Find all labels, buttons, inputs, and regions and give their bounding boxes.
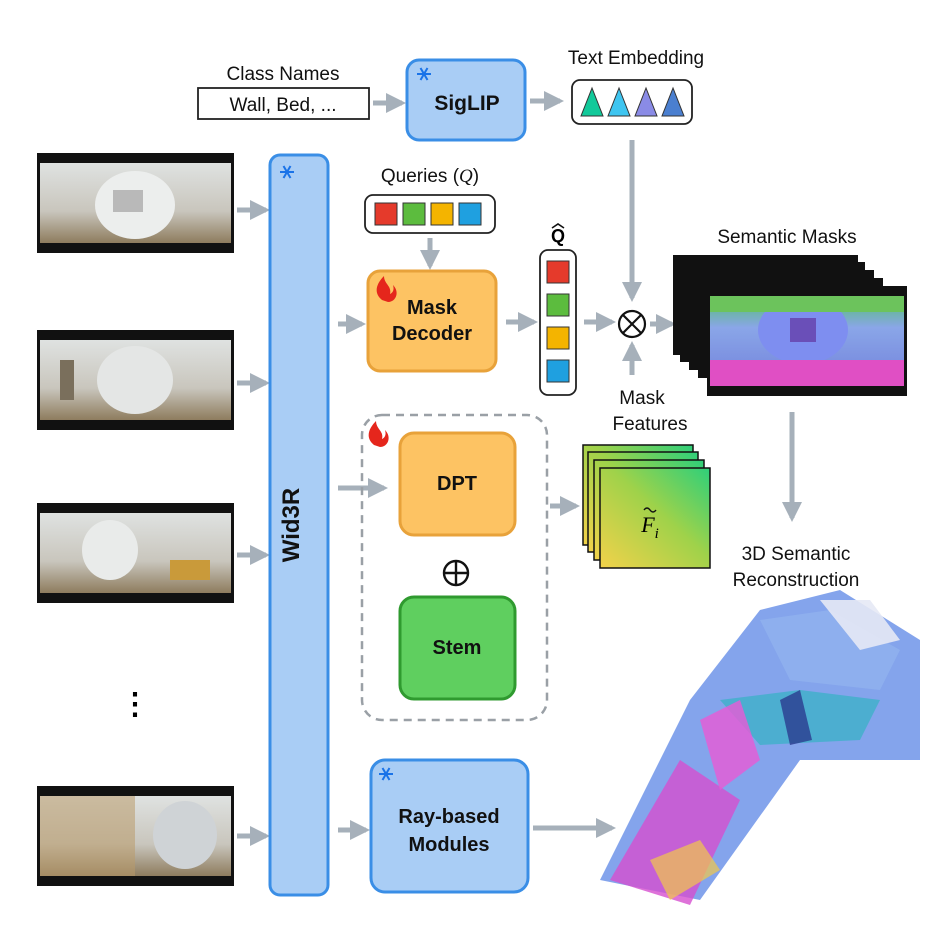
arrows-input-to-backbone [237,200,270,846]
mask-decoder-label-line1: Mask [407,297,458,319]
text-embedding-box [571,79,693,125]
ray-modules-label-line2: Modules [408,834,489,856]
refined-query-token [546,293,570,317]
mask-decoder: Mask Decoder [366,269,498,373]
ray-based-modules: Ray-based Modules [369,758,530,894]
hat-accent [551,223,565,229]
query-token [374,202,398,226]
embedding-token [580,86,604,117]
embedding-token [607,86,631,117]
input-panorama-3 [37,503,234,603]
embedding-token [661,86,685,117]
query-token [402,202,426,226]
embedding-token [634,86,658,117]
semantic-masks-label: Semantic Masks [717,227,856,248]
refined-query-token [546,260,570,284]
mask-features-label-line2: Features [613,414,688,435]
oplus-icon [442,559,470,587]
queries-box [364,194,496,234]
dpt-label: DPT [437,473,477,495]
class-names-value: Wall, Bed, ... [230,95,337,116]
snowflake-icon [417,67,431,81]
ellipsis-more-views: ⋮ [120,688,150,721]
q-hat-label: Q [551,226,565,246]
siglip-label: SigLIP [434,92,499,115]
queries-label: Queries (Q) [381,166,479,187]
refined-query-tokens [546,260,570,383]
class-names-label: Class Names [227,64,340,85]
feature-symbol: Fi [640,512,659,542]
mask-features-stack: Fi [582,444,711,569]
refined-query-token [546,359,570,383]
tilde-accent [643,507,657,513]
reconstruction-label-line1: 3D Semantic [742,544,851,565]
fire-icon [376,276,397,302]
q-hat-box [539,249,577,396]
reconstruction-label-line2: Reconstruction [733,570,860,591]
snowflake-icon [280,165,294,179]
stem-module: Stem [398,595,517,701]
semantic-masks-stack [673,255,907,396]
text-embedding-label: Text Embedding [568,48,704,69]
trainable-head-group [360,413,549,722]
dpt-head: DPT [398,431,517,537]
mask-features-label-line1: Mask [619,388,665,409]
stem-label: Stem [433,637,482,659]
semantic-point-cloud [600,590,920,905]
input-panorama-1 [37,153,234,253]
query-token [430,202,454,226]
otimes-icon [617,309,647,339]
input-panorama-4 [37,786,234,886]
wid3r-backbone: Wid3R [268,153,330,897]
snowflake-icon [379,767,393,781]
fire-icon [368,421,389,447]
query-token [458,202,482,226]
siglip-encoder: SigLIP [405,58,527,142]
embedding-tokens [580,86,685,117]
mask-decoder-label-line2: Decoder [392,323,472,345]
input-panorama-2 [37,330,234,430]
class-names-field: Wall, Bed, ... [197,87,370,120]
refined-query-token [546,326,570,350]
wid3r-label: Wid3R [278,488,305,562]
ray-modules-label-line1: Ray-based [398,806,499,828]
query-tokens [374,202,482,226]
